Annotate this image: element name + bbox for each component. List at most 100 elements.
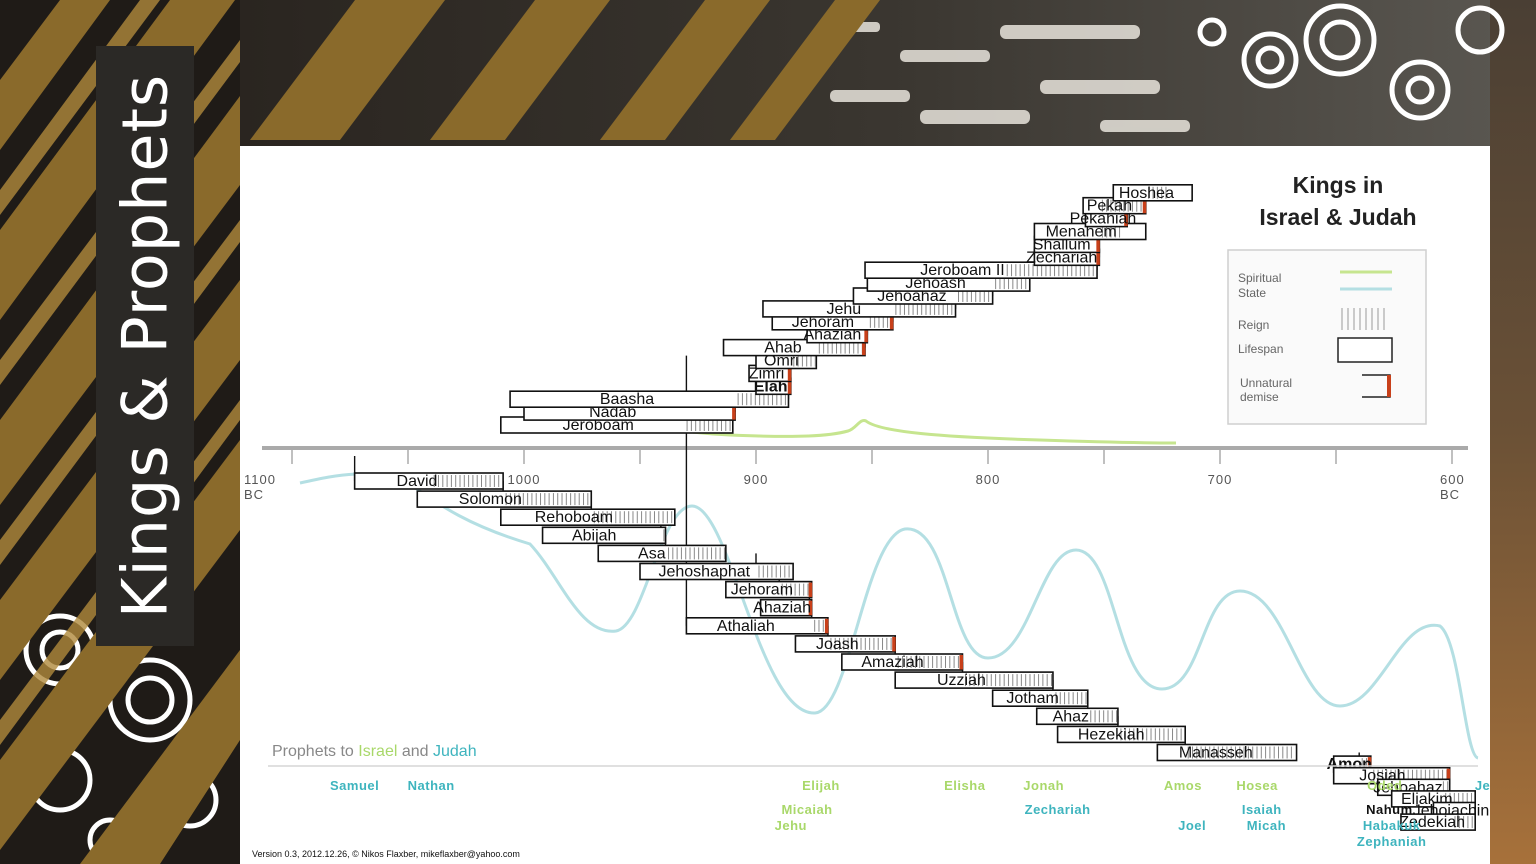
prophet-zechariah: Zechariah <box>1025 802 1091 817</box>
prophet-micah: Micah <box>1247 818 1286 833</box>
prophet-zephaniah: Zephaniah <box>1357 834 1427 849</box>
israel-king-jeroboam-ii: Jeroboam II <box>864 261 1098 279</box>
king-name: Rehoboam <box>535 509 613 526</box>
judah-king-zedekiah: Zedekiah <box>1399 813 1476 831</box>
kings-timeline-svg: Kings in Israel & Judah Spiritual State … <box>244 172 1490 859</box>
israel-king-ahaziah: Ahaziah <box>803 325 869 344</box>
king-demise-mark <box>864 327 868 343</box>
legend-demise-label-2: demise <box>1240 390 1279 404</box>
king-demise-mark <box>787 379 792 394</box>
king-reign-hatch <box>793 354 816 367</box>
king-reign-hatch <box>1187 746 1292 759</box>
king-name: Zechariah <box>1026 249 1097 266</box>
prophet-elijah: Elijah <box>802 778 840 793</box>
king-demise-mark <box>1446 768 1451 784</box>
king-lifespan-box <box>499 508 676 527</box>
prophet-elisha: Elisha <box>944 778 986 793</box>
judah-king-david: David <box>353 472 504 490</box>
slide-title-band: Kings & Prophets <box>96 46 194 646</box>
prophets-heading-mid: and <box>397 743 433 760</box>
king-reign-hatch <box>758 565 790 578</box>
axis-sub-label-600: BC <box>1440 487 1460 502</box>
king-name: Jehoahaz <box>877 288 946 305</box>
israel-king-hoshea: Hoshea <box>1112 183 1193 202</box>
king-name: Jehu <box>826 301 861 318</box>
legend: Spiritual State Reign Lifespan Unnatural… <box>1227 249 1427 425</box>
legend-spiritual-label-1: Spiritual <box>1238 271 1281 285</box>
israel-king-jehoram: Jehoram <box>771 313 894 331</box>
king-lifespan-box <box>509 390 790 408</box>
judah-king-jehoram: Jehoram <box>725 580 813 599</box>
king-demise-mark <box>1096 237 1100 252</box>
judah-king-joash: Joash <box>794 635 897 653</box>
king-reign-hatch <box>593 511 673 524</box>
chart-footer: Version 0.3, 2012.12.26, © Nikos Flaxber… <box>252 849 520 859</box>
king-name: Asa <box>638 545 666 562</box>
judah-king-athaliah: Athaliah <box>685 616 829 635</box>
prophet-isaiah: Isaiah <box>1242 802 1282 817</box>
king-name: Jeroboam II <box>920 262 1004 279</box>
prophet-habakuk: Habakuk <box>1363 818 1421 833</box>
israel-king-ahab: Ahab <box>722 338 866 357</box>
king-demise-mark <box>808 600 813 616</box>
king-reign-hatch <box>895 302 953 315</box>
slide-title: Kings & Prophets <box>108 73 182 619</box>
king-reign-hatch <box>668 547 725 560</box>
israel-king-pekah: Pekah <box>1082 196 1147 215</box>
king-reign-hatch <box>505 493 589 506</box>
king-demise-mark <box>824 618 829 634</box>
prophets-heading-israel: Israel <box>358 743 397 760</box>
legend-frame <box>1227 249 1427 425</box>
prophet-jonah: Jonah <box>1023 778 1064 793</box>
judah-kings: DavidSolomonRehoboamAbijahAsaJehoshaphat… <box>353 472 1489 831</box>
king-reign-hatch <box>897 656 959 668</box>
king-name: Pekah <box>1087 198 1132 215</box>
king-demise-mark <box>892 636 896 652</box>
king-name: Joash <box>816 636 859 653</box>
king-lifespan-box <box>353 472 504 490</box>
king-reign-hatch <box>1120 728 1182 741</box>
israel-king-menahem: Menahem <box>1033 222 1147 241</box>
israel-king-jehoash: Jehoash <box>866 274 1031 292</box>
king-reign-hatch <box>814 619 824 632</box>
prophet-joel: Joel <box>1178 818 1206 833</box>
prophet-hosea: Hosea <box>1236 778 1278 793</box>
axis-sub-label-1100: BC <box>244 487 264 502</box>
judah-king-uzziah: Uzziah <box>894 671 1054 689</box>
judah-king-jehoshaphat: Jehoshaphat <box>639 562 794 581</box>
prophet-jehu: Jehu <box>775 818 807 833</box>
king-name: Elah <box>754 378 788 395</box>
king-name: Abijah <box>572 527 616 544</box>
israel-king-baasha: Baasha <box>509 390 790 408</box>
israel-king-zimri: Zimri <box>748 364 792 382</box>
prophets-heading-judah: Judah <box>433 743 477 760</box>
king-name: Jehoshaphat <box>658 564 750 581</box>
king-reign-hatch <box>958 290 990 302</box>
king-reign-hatch <box>1090 710 1118 723</box>
prophet-micaiah: Micaiah <box>781 802 832 817</box>
axis-label-1000: 1000 <box>508 472 541 487</box>
axis-label-600: 600 <box>1440 472 1465 487</box>
king-name: Uzziah <box>937 672 986 689</box>
king-name: Nadab <box>589 404 636 421</box>
king-reign-hatch <box>830 637 892 650</box>
judah-king-ahaziah: Ahaziah <box>753 598 813 617</box>
legend-reign-swatch <box>1341 308 1385 330</box>
prophet-nahum: Nahum <box>1366 802 1413 817</box>
king-demise-mark <box>732 405 736 420</box>
judah-king-manasseh: Manasseh <box>1156 743 1298 762</box>
legend-lifespan-label: Lifespan <box>1238 342 1283 356</box>
judah-king-rehoboam: Rehoboam <box>499 508 676 527</box>
king-name: Amaziah <box>861 654 923 671</box>
axis-label-700: 700 <box>1208 472 1233 487</box>
king-name: Baasha <box>600 391 654 408</box>
king-demise-mark <box>862 340 866 356</box>
king-demise-mark <box>787 366 792 381</box>
prophet-jeremiah: Jeremiah <box>1475 778 1490 793</box>
king-name: Menahem <box>1046 224 1117 241</box>
spiritual-state-curves <box>299 402 1479 760</box>
king-name: David <box>397 473 438 490</box>
king-lifespan-box <box>639 562 794 581</box>
king-lifespan-box <box>864 261 1098 279</box>
